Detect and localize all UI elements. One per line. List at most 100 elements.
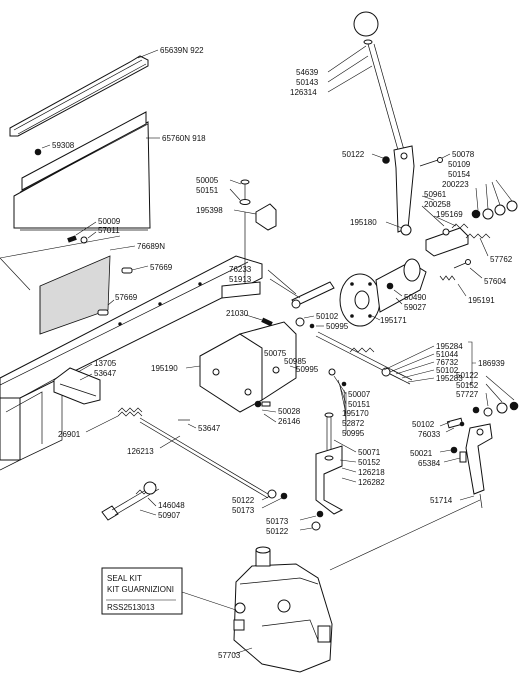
label-195190: 195190 [151,364,178,373]
spring-clip-195169 [421,195,469,257]
label-50985: 50985 [284,357,307,366]
label-50005: 50005 [196,176,219,185]
label-65639N: 65639N 922 [160,46,204,55]
shift-knob [353,11,379,45]
bell-crank-51714 [459,423,493,509]
label-195169: 195169 [436,210,463,219]
label-65384: 65384 [418,459,441,468]
label-195170: 195170 [342,409,369,418]
shift-lever-126314 [327,43,405,151]
transmission-57703 [233,546,333,673]
screw-50028-26146 [254,400,277,423]
label-21030: 21030 [226,309,249,318]
label-50122-lower: 50122 [266,527,289,536]
pivot-flange-195171 [339,258,427,327]
label-195191: 195191 [468,296,495,305]
label-26901: 26901 [58,430,81,439]
pins-76233-51913 [267,269,335,309]
bolt-50005 [229,179,251,205]
seal-kit-title: SEAL KIT [107,574,142,583]
trim-strip-65639N [9,49,159,137]
seal-kit-code: RSS2513013 [107,603,155,612]
label-50122-right: 50122 [456,371,479,380]
label-200258: 200258 [424,200,451,209]
label-50995-low: 50995 [342,429,365,438]
label-50961: 50961 [424,190,447,199]
frame-rail [0,255,263,471]
label-186939: 186939 [478,359,505,368]
label-13705: 13705 [94,359,117,368]
bolt-21030 [245,314,273,327]
label-50151-right: 50151 [348,400,371,409]
label-50122-top: 50122 [342,150,365,159]
screw-50009 [67,221,97,244]
pin-57604 [453,259,483,279]
label-126314: 126314 [290,88,317,97]
label-50109: 50109 [448,160,471,169]
bracket-126218 [315,445,357,515]
grille-76689N [0,235,136,335]
label-50078: 50078 [452,150,475,159]
label-57604: 57604 [484,277,507,286]
washers-50173-50122-lower [299,510,324,531]
label-76689N: 76689N [137,242,165,251]
spring-26901 [85,407,143,433]
label-50151-top: 50151 [196,186,219,195]
rod-126213 [139,417,269,499]
spring-57762 [465,233,491,257]
pedal-bracket-13705 [53,363,101,405]
label-195180: 195180 [350,218,377,227]
seal-kit-subtitle: KIT GUARNIZIONI [107,585,174,594]
pivot-bolt-50490 [386,282,403,305]
label-50173-lower: 50173 [266,517,289,526]
washers-50122-50173-left [261,489,288,509]
label-50071: 50071 [358,448,381,457]
transmission-link-lines [181,499,481,611]
stud-57669-lower [97,299,115,316]
label-126213: 126213 [127,447,154,456]
label-50995-top: 50995 [326,322,349,331]
label-200223: 200223 [442,180,469,189]
label-76033: 76033 [418,430,441,439]
screw-59308 [34,144,51,156]
label-195284: 195284 [436,342,463,351]
label-53647-upper: 53647 [94,369,117,378]
mount-bracket-195190 [185,321,297,413]
label-52872: 52872 [342,419,365,428]
stud-57669-upper [121,265,149,274]
linkage-rod-186939 [315,331,476,385]
label-50021: 50021 [410,449,433,458]
label-76233: 76233 [229,265,252,274]
label-126282: 126282 [358,478,385,487]
label-57762: 57762 [490,255,513,264]
washer-stack-right [471,179,518,220]
label-50152-right: 50152 [456,381,479,390]
label-57703: 57703 [218,651,241,660]
label-53647-lower: 53647 [198,424,221,433]
label-50173-left: 50173 [232,506,255,515]
label-65760N: 65760N 918 [162,134,206,143]
lower-rod-hardware [328,368,347,434]
label-126218: 126218 [358,468,385,477]
label-50007: 50007 [348,390,371,399]
nut-50122-top [371,153,390,164]
label-57669-lower: 57669 [115,293,138,302]
label-195171: 195171 [380,316,407,325]
label-57011: 57011 [98,226,120,235]
washers-right-lower [472,375,519,417]
spring-pin-195191 [439,275,467,297]
label-51714: 51714 [430,496,453,505]
pin-53647 [178,419,197,429]
lever-arm-195180 [385,145,415,236]
label-51913: 51913 [229,275,252,284]
label-50143: 50143 [296,78,319,87]
label-195283: 195283 [436,374,463,383]
label-50075: 50075 [264,349,287,358]
bolt-146048 [101,481,160,521]
leader-50995-mid [289,365,297,369]
label-57727: 57727 [456,390,479,399]
bolt-50102-76033 [439,417,465,433]
label-26146: 26146 [278,417,301,426]
bolt-50078 [419,153,451,167]
